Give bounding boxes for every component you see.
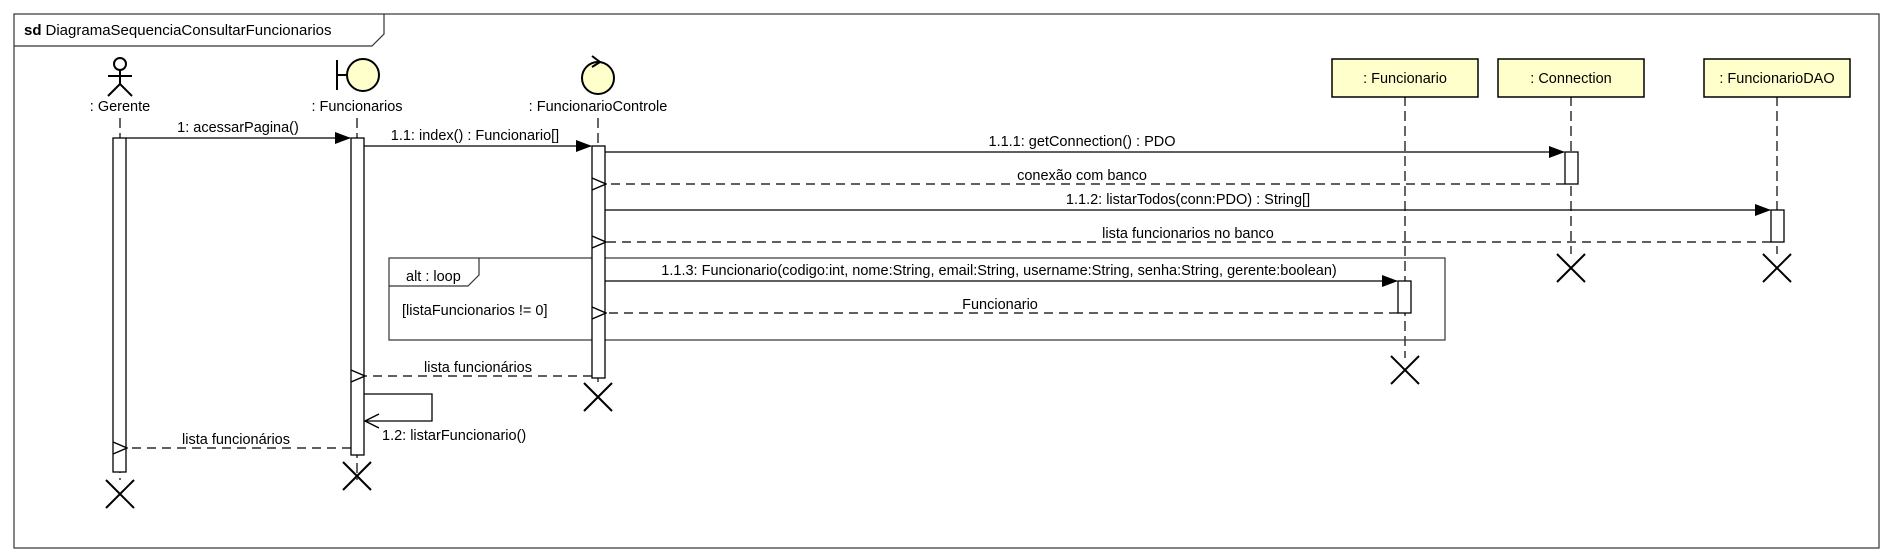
activation-funcionarios (350, 137, 365, 456)
combined-fragment: alt : loop [listaFuncionarios != 0] (388, 257, 1446, 341)
participant-label: : Funcionario (1363, 71, 1447, 87)
frame-keyword: sd (24, 22, 42, 39)
message-label: 1.1.1: getConnection() : PDO (989, 134, 1176, 150)
message-lista-gerente-return[interactable]: lista funcionários (127, 432, 351, 448)
frame-name: DiagramaSequenciaConsultarFuncionarios (46, 22, 332, 39)
message-lista-banco-return[interactable]: lista funcionarios no banco (606, 226, 1771, 242)
message-lista-funcionarios-return[interactable]: lista funcionários (365, 360, 592, 376)
participant-label: : FuncionarioControle (529, 99, 668, 115)
open-arrowhead (363, 413, 380, 429)
messages: 1: acessarPagina() 1.1: index() : Funcio… (126, 120, 1771, 448)
message-label: conexão com banco (1017, 168, 1147, 184)
message-index[interactable]: 1.1: index() : Funcionario[] (364, 128, 592, 152)
message-label: Funcionario (962, 297, 1038, 313)
activation-dao (1770, 209, 1785, 243)
destroy-funcionarios-icon (342, 461, 372, 491)
message-listar-todos[interactable]: 1.1.2: listarTodos(conn:PDO) : String[] (605, 192, 1771, 216)
message-acessar-pagina[interactable]: 1: acessarPagina() (126, 120, 351, 144)
participant-dao[interactable]: : FuncionarioDAO (1703, 58, 1851, 98)
message-conexao-return[interactable]: conexão com banco (606, 168, 1565, 184)
actor-icon (107, 57, 133, 97)
control-icon (581, 55, 615, 95)
fragment-guard: [listaFuncionarios != 0] (402, 303, 547, 319)
participant-connection[interactable]: : Connection (1497, 58, 1645, 98)
destroy-controle-icon (583, 382, 613, 412)
message-label: 1: acessarPagina() (177, 120, 299, 136)
destroy-funcionario-icon (1390, 355, 1420, 385)
participant-label: : Gerente (90, 99, 150, 115)
message-listar-funcionario-self[interactable]: 1.2: listarFuncionario() (363, 393, 526, 444)
message-label: 1.1.3: Funcionario(codigo:int, nome:Stri… (661, 263, 1336, 279)
message-funcionario-constructor[interactable]: 1.1.3: Funcionario(codigo:int, nome:Stri… (605, 263, 1398, 287)
message-label: lista funcionários (182, 432, 290, 448)
activation-bars (112, 137, 1785, 473)
participant-label: : FuncionarioDAO (1719, 71, 1834, 87)
message-label: 1.1: index() : Funcionario[] (391, 128, 559, 144)
message-label: lista funcionarios no banco (1102, 226, 1274, 242)
message-funcionario-return[interactable]: Funcionario (606, 297, 1398, 313)
participant-funcionarios[interactable]: : Funcionarios (311, 58, 403, 115)
participant-label: : Connection (1530, 71, 1611, 87)
message-label: lista funcionários (424, 360, 532, 376)
participant-gerente[interactable]: : Gerente (90, 57, 150, 115)
activation-gerente (112, 137, 127, 473)
message-get-connection[interactable]: 1.1.1: getConnection() : PDO (605, 134, 1565, 158)
destroy-dao-icon (1762, 253, 1792, 283)
participant-label: : Funcionarios (311, 99, 402, 115)
destroy-gerente-icon (105, 479, 135, 509)
message-label: 1.2: listarFuncionario() (382, 428, 526, 444)
activation-funcionario (1397, 280, 1412, 314)
activation-connection (1564, 151, 1579, 185)
participant-controle[interactable]: : FuncionarioControle (529, 55, 668, 115)
fragment-operator: alt : loop (406, 269, 461, 285)
boundary-icon (336, 58, 380, 92)
message-label: 1.1.2: listarTodos(conn:PDO) : String[] (1066, 192, 1310, 208)
destruction-marks (105, 253, 1792, 509)
activation-controle (591, 145, 606, 379)
destroy-connection-icon (1556, 253, 1586, 283)
participant-funcionario[interactable]: : Funcionario (1331, 58, 1479, 98)
